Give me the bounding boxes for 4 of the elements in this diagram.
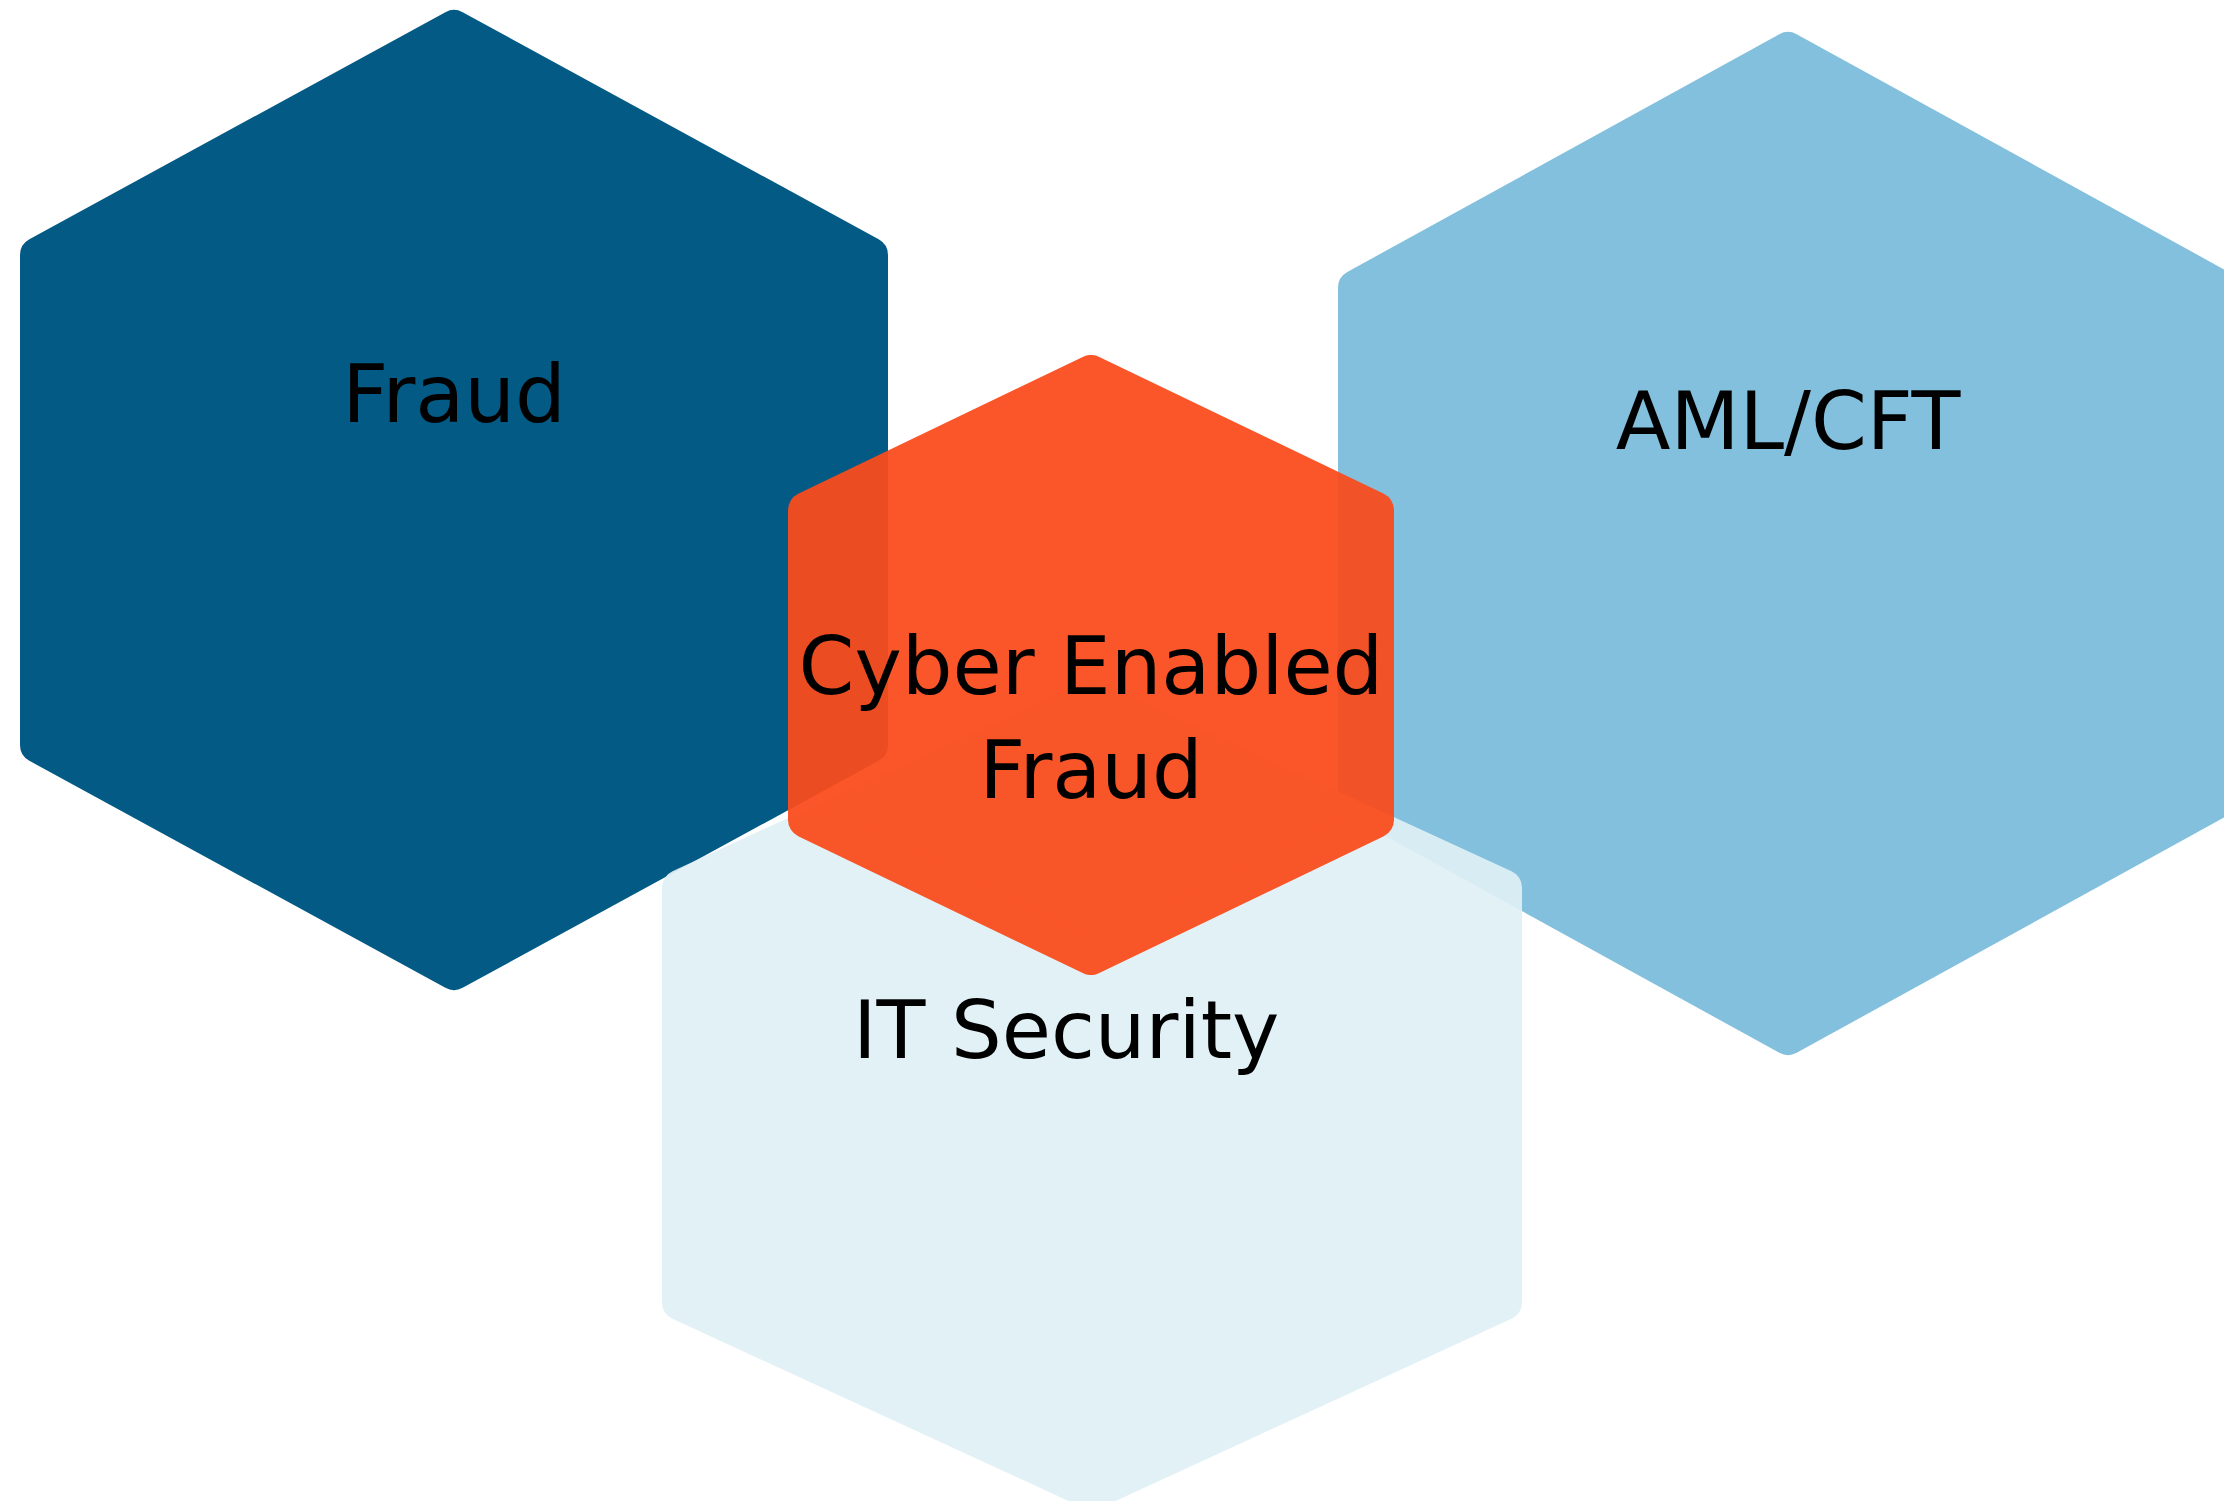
- hexagon-label: IT Security: [852, 982, 1281, 1079]
- hexagon-label: Cyber Enabled Fraud: [797, 619, 1385, 820]
- hexagon-label: AML/CFT: [1614, 373, 1962, 470]
- hexagon-label: Fraud: [341, 347, 567, 444]
